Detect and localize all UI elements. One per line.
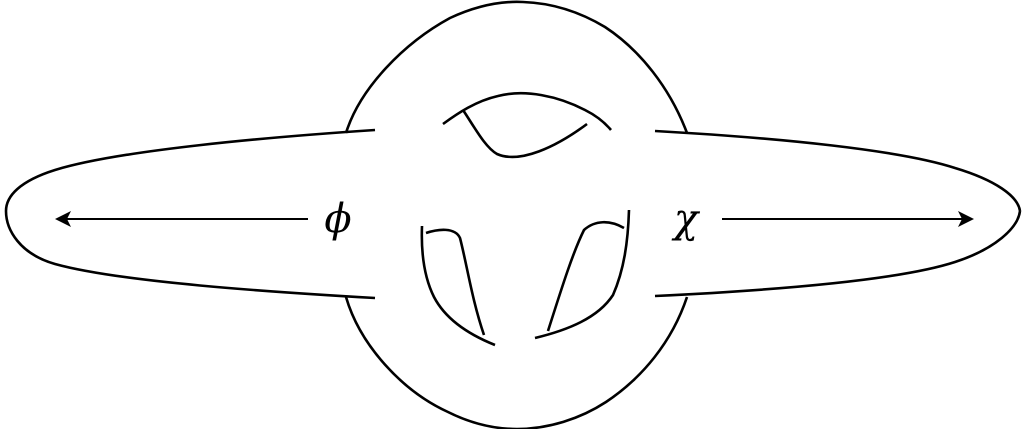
lower-left-hole-outer-curve: [422, 226, 495, 345]
lower-right-hole-inner-curve: [548, 222, 624, 331]
sphere-lower-arc: [346, 297, 687, 429]
left-tube-upper-edge: [6, 130, 375, 211]
top-hole-inner-curve: [463, 110, 587, 157]
right-map-label: χ: [671, 196, 701, 242]
right-tube-upper-edge: [655, 131, 1020, 211]
left-map-label: ϕ: [324, 196, 351, 242]
sphere-upper-arc: [346, 2, 687, 133]
left-tube-lower-edge: [6, 211, 375, 298]
lower-right-hole-outer-curve: [535, 210, 629, 338]
right-tube-lower-edge: [655, 211, 1020, 296]
lower-left-hole-inner-curve: [426, 230, 484, 335]
